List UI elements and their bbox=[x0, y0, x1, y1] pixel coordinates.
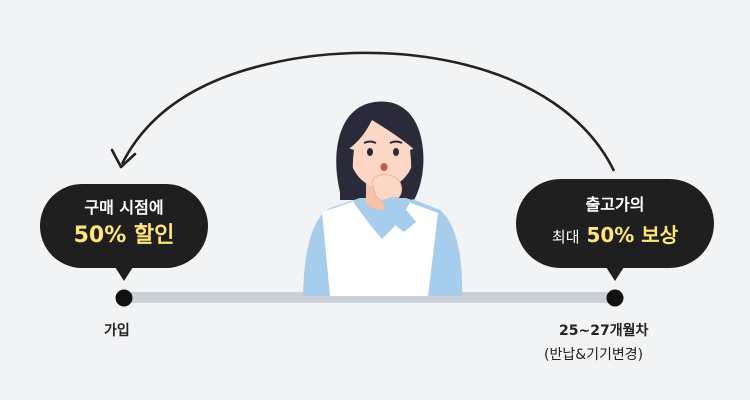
trade-in-line1: 출고가의 bbox=[585, 195, 645, 214]
return-arrow-curve bbox=[120, 51, 616, 172]
trade-in-line2: 최대 50% 보상 bbox=[516, 218, 714, 254]
timeline-start-dot bbox=[115, 289, 133, 307]
timeline-start-label: 가입 bbox=[104, 323, 130, 339]
timeline-end-sublabel: (반납&기기변경) bbox=[544, 347, 644, 363]
timeline-end-label: 25~27개월차 bbox=[559, 323, 649, 339]
woman-thinking-icon bbox=[303, 101, 463, 296]
trade-in-prefix: 최대 bbox=[551, 228, 580, 246]
timeline-bar bbox=[124, 292, 615, 303]
purchase-discount-line2: 50% 할인 bbox=[73, 223, 175, 248]
return-arrow-head-icon bbox=[110, 148, 137, 169]
purchase-discount-bubble: 구매 시점에 50% 할인 bbox=[40, 184, 208, 281]
timeline-end-dot bbox=[606, 289, 624, 307]
purchase-discount-line1: 구매 시점에 bbox=[84, 198, 164, 217]
trade-in-highlight: 50% 보상 bbox=[586, 223, 679, 247]
trade-in-bubble: 출고가의 최대 50% 보상 bbox=[516, 179, 714, 281]
